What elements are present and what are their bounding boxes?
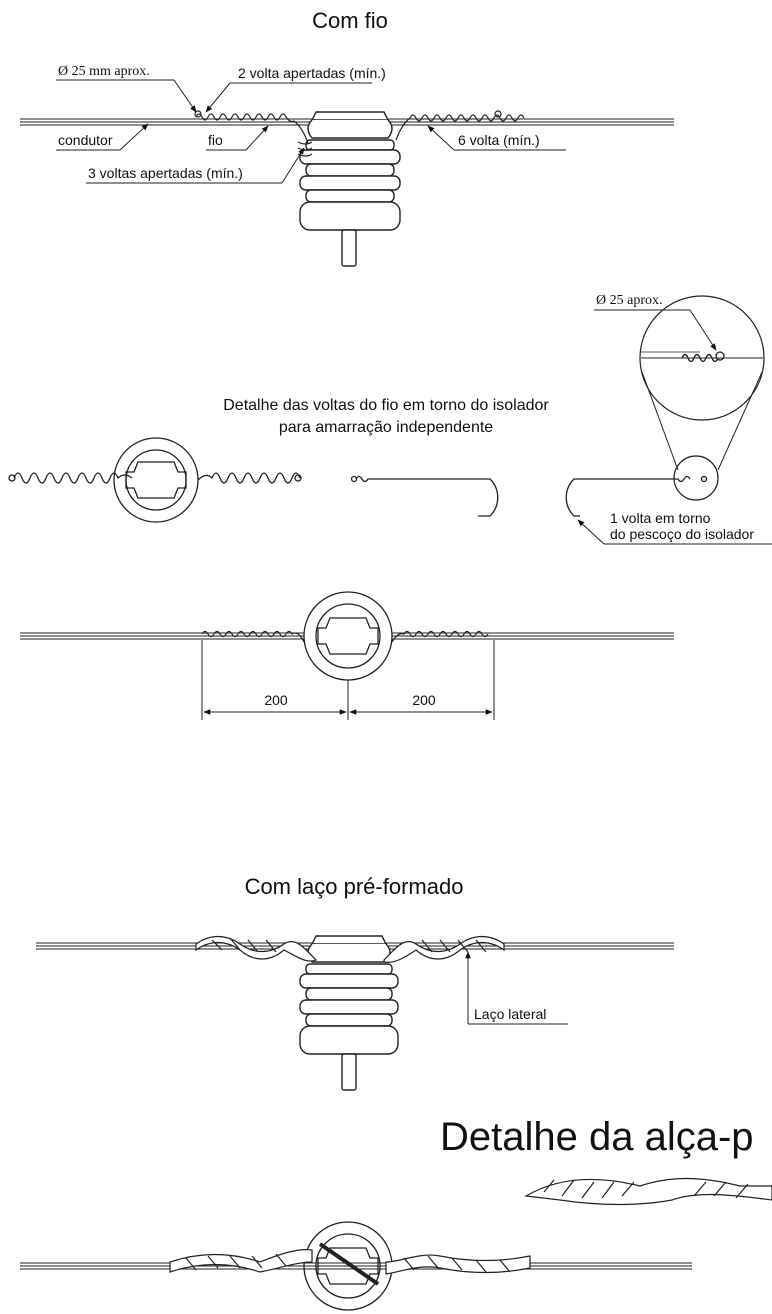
section-detail: Ø 25 aprox. Detalhe das voltas do fio em… bbox=[8, 293, 772, 545]
section-alca: Detalhe da alça-p bbox=[20, 1115, 772, 1311]
svg-text:Laço lateral: Laço lateral bbox=[474, 1006, 546, 1022]
tie-wire-top bbox=[201, 630, 489, 643]
label-six-turns: 6 volta (mín.) bbox=[427, 125, 566, 151]
detail-caption-line2: para amarração independente bbox=[279, 419, 493, 436]
dimension-left: 200 bbox=[264, 692, 288, 708]
label-conductor: condutor bbox=[56, 123, 149, 151]
preformed-tie bbox=[195, 935, 505, 963]
svg-text:6 volta (mín.): 6 volta (mín.) bbox=[458, 132, 540, 148]
label-two-turns: 2 volta apertadas (mín.) bbox=[205, 65, 386, 113]
preformed-tie-alca bbox=[169, 1249, 531, 1275]
label-diameter: Ø 25 mm aprox. bbox=[56, 64, 197, 113]
svg-text:1 volta em torno: 1 volta em torno bbox=[610, 510, 711, 526]
insulator-top-view bbox=[303, 591, 393, 681]
label-wire: fio bbox=[206, 125, 269, 151]
svg-text:3 voltas apertadas (mín.): 3 voltas apertadas (mín.) bbox=[88, 165, 243, 181]
svg-text:condutor: condutor bbox=[58, 132, 113, 148]
insulator-top-view-loose bbox=[8, 437, 302, 523]
dimension-right: 200 bbox=[412, 692, 436, 708]
section-com-fio: Com fio bbox=[20, 8, 674, 267]
svg-text:2 volta apertadas (mín.): 2 volta apertadas (mín.) bbox=[238, 65, 386, 81]
wire-hook-shapes bbox=[350, 475, 708, 517]
tie-wire bbox=[194, 110, 525, 157]
label-three-turns: 3 voltas apertadas (mín.) bbox=[86, 147, 305, 184]
section-title-alca: Detalhe da alça-p bbox=[440, 1115, 754, 1159]
pin-insulator bbox=[299, 111, 401, 267]
detail-caption-line1: Detalhe das voltas do fio em torno do is… bbox=[223, 397, 549, 414]
label-neck-turn: 1 volta em torno do pescoço do isolador bbox=[577, 510, 772, 545]
svg-text:do pescoço do isolador: do pescoço do isolador bbox=[610, 526, 754, 542]
dimension-lines: 200 200 bbox=[201, 640, 495, 720]
section-com-laco: Com laço pré-formado Laço lateral bbox=[36, 874, 674, 1091]
pin-insulator-laco bbox=[299, 935, 399, 1091]
svg-text:fio: fio bbox=[208, 132, 223, 148]
preformed-rod-detail bbox=[524, 1177, 772, 1206]
magnified-detail: Ø 25 aprox. bbox=[594, 293, 765, 501]
section-title-com-fio: Com fio bbox=[312, 8, 388, 33]
section-top-view: 200 200 bbox=[20, 591, 674, 720]
label-lateral-loop: Laço lateral bbox=[465, 951, 568, 1025]
detail-diameter-label: Ø 25 aprox. bbox=[596, 293, 663, 308]
svg-text:Ø 25 mm aprox.: Ø 25 mm aprox. bbox=[58, 64, 150, 79]
section-title-com-laco: Com laço pré-formado bbox=[245, 874, 464, 899]
